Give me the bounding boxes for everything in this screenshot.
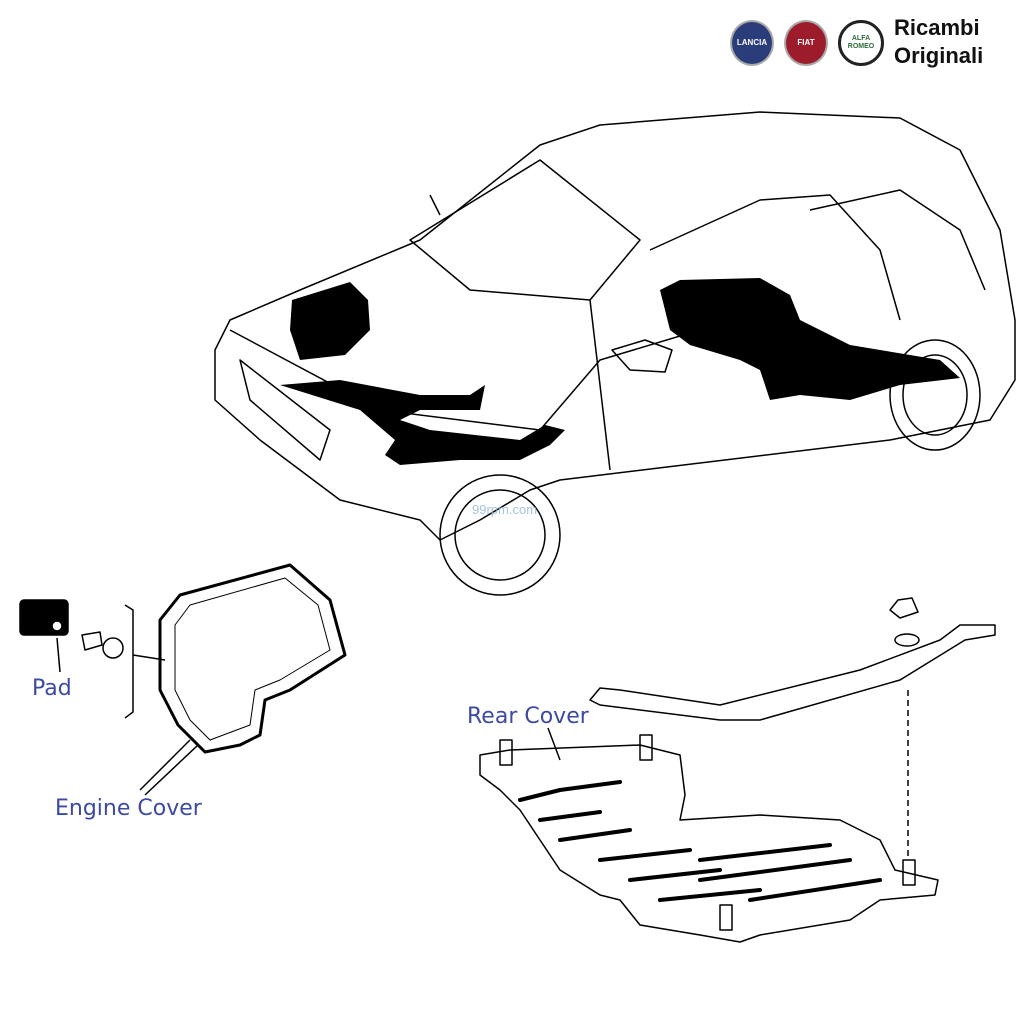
brand-line1: Ricambi [894, 15, 980, 40]
bolt-part [81, 631, 124, 659]
logo-fiat: FIAT [784, 20, 828, 66]
pad-part [19, 599, 69, 673]
engine-cover-part [139, 563, 347, 796]
rear-cover-part [479, 727, 939, 943]
label-rear-cover: Rear Cover [467, 704, 589, 729]
logo-alfa-romeo: ALFA ROMEO [838, 20, 884, 66]
brand-line2: Originali [894, 43, 984, 68]
watermark: 99rpm.com [472, 502, 538, 517]
highlighted-parts [280, 278, 960, 465]
logo-lancia: LANCIA [730, 20, 774, 66]
rear-cover-bracket [589, 597, 996, 860]
brand-text: Ricambi Originali [894, 14, 983, 70]
label-engine-cover: Engine Cover [55, 796, 202, 821]
label-pad: Pad [32, 676, 72, 701]
